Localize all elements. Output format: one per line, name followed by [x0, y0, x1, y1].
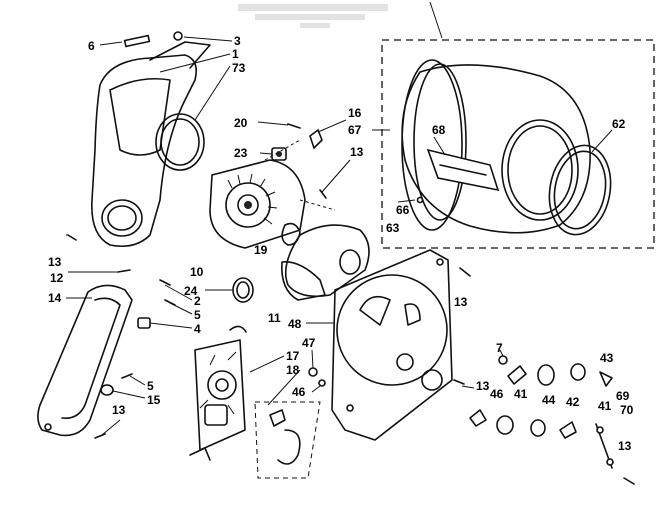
drum-front-opening	[501, 119, 579, 221]
callout-42: 42	[566, 395, 580, 409]
blower-wheel-housing-10	[209, 159, 306, 249]
callout-2: 2	[194, 294, 201, 308]
drum-rear-rim	[401, 59, 463, 231]
screw-13-idler	[623, 477, 635, 485]
callout-5-b: 5	[147, 379, 154, 393]
callout-20: 20	[234, 116, 248, 130]
clip-4	[137, 317, 151, 329]
callout-73: 73	[232, 61, 246, 75]
wheel-42-left	[496, 415, 514, 435]
callout-62: 62	[612, 117, 626, 131]
duct-outlet	[101, 199, 143, 237]
idler-pulley-parts	[469, 355, 635, 485]
wheel-42	[530, 419, 546, 437]
callout-1: 1	[232, 47, 239, 61]
screw-20	[287, 123, 301, 129]
callout-4: 4	[194, 322, 201, 336]
callout-48: 48	[288, 317, 302, 331]
callout-13-e: 13	[476, 379, 490, 393]
drum-assembly	[381, 39, 655, 249]
bulkhead-opening	[336, 274, 448, 386]
callout-3: 3	[234, 34, 241, 48]
pulley-44	[537, 364, 555, 386]
screw-13-duct	[67, 234, 77, 241]
fuse-16	[309, 128, 323, 150]
screw-3	[173, 31, 183, 41]
callout-66: 66	[396, 203, 410, 217]
callout-44: 44	[542, 393, 556, 407]
callout-46-b: 46	[490, 387, 504, 401]
callout-69: 69	[616, 389, 630, 403]
callout-13-a: 13	[350, 145, 364, 159]
control-panel-17	[189, 325, 326, 479]
callout-43: 43	[600, 351, 614, 365]
duct-seal-ring	[155, 113, 205, 171]
callout-23: 23	[234, 146, 248, 160]
nut-46-right	[469, 409, 487, 427]
duct-top-tab	[149, 41, 211, 69]
front-duct-14	[37, 234, 176, 439]
callout-10: 10	[190, 265, 204, 279]
callout-68: 68	[432, 123, 446, 137]
spring-43	[599, 371, 613, 387]
leader-lines	[66, 36, 613, 436]
screw-47	[308, 367, 318, 377]
screw-13-motor	[319, 189, 327, 199]
screw-5-lower	[121, 373, 133, 379]
callout-13-b: 13	[48, 255, 62, 269]
duct-inner-panel	[109, 77, 171, 156]
callout-16: 16	[348, 106, 362, 120]
callout-70: 70	[620, 403, 634, 417]
blower-housing-11	[284, 224, 370, 298]
clip-70	[596, 426, 604, 434]
callout-14: 14	[48, 291, 62, 305]
screw-13-lower	[94, 433, 106, 439]
screw-2	[159, 279, 171, 286]
callout-13-c: 13	[112, 403, 126, 417]
drum-front-seal	[548, 144, 612, 236]
timer-gear	[207, 370, 237, 400]
callout-15: 15	[147, 393, 161, 407]
blower-housing-duct	[91, 31, 211, 248]
callout-6: 6	[88, 39, 95, 53]
nut-15	[100, 384, 114, 396]
callout-19: 19	[254, 243, 268, 257]
screw-13-bulkhead-lower	[453, 379, 465, 385]
callout-24: 24	[184, 284, 198, 298]
rear-bulkhead-48	[331, 249, 471, 441]
callout-18: 18	[286, 363, 300, 377]
callout-11: 11	[268, 311, 281, 325]
callout-67: 67	[348, 123, 362, 137]
callout-labels: 6 3 1 73 20 23 16 67 13 19 10 24 2 5 4 1…	[48, 34, 634, 453]
callout-41-a: 41	[514, 387, 528, 401]
diagram-header	[238, 1, 443, 39]
callout-13-f: 13	[618, 439, 632, 453]
clip-12	[117, 269, 131, 273]
callout-12: 12	[50, 271, 64, 285]
baffle-screw	[416, 196, 424, 204]
washer-7	[498, 355, 508, 365]
callout-47: 47	[302, 336, 316, 350]
callout-46-a: 46	[292, 385, 306, 399]
bracket-41-lower	[559, 421, 577, 439]
callout-17: 17	[286, 349, 300, 363]
kit-18-box	[254, 401, 321, 479]
callout-63: 63	[386, 221, 400, 235]
idler-43	[570, 363, 586, 381]
callout-5-a: 5	[194, 308, 201, 322]
callout-13-d: 13	[454, 295, 468, 309]
lint-strip-part-6	[123, 34, 151, 48]
callout-7: 7	[496, 341, 503, 355]
drum-body	[401, 64, 591, 234]
nut-46	[318, 379, 326, 387]
callout-41-b: 41	[598, 399, 612, 413]
bracket-41-upper	[507, 365, 527, 385]
drum-kit-box	[381, 39, 655, 249]
blower-wheel	[225, 182, 271, 228]
screw-13-bulkhead	[459, 267, 471, 277]
